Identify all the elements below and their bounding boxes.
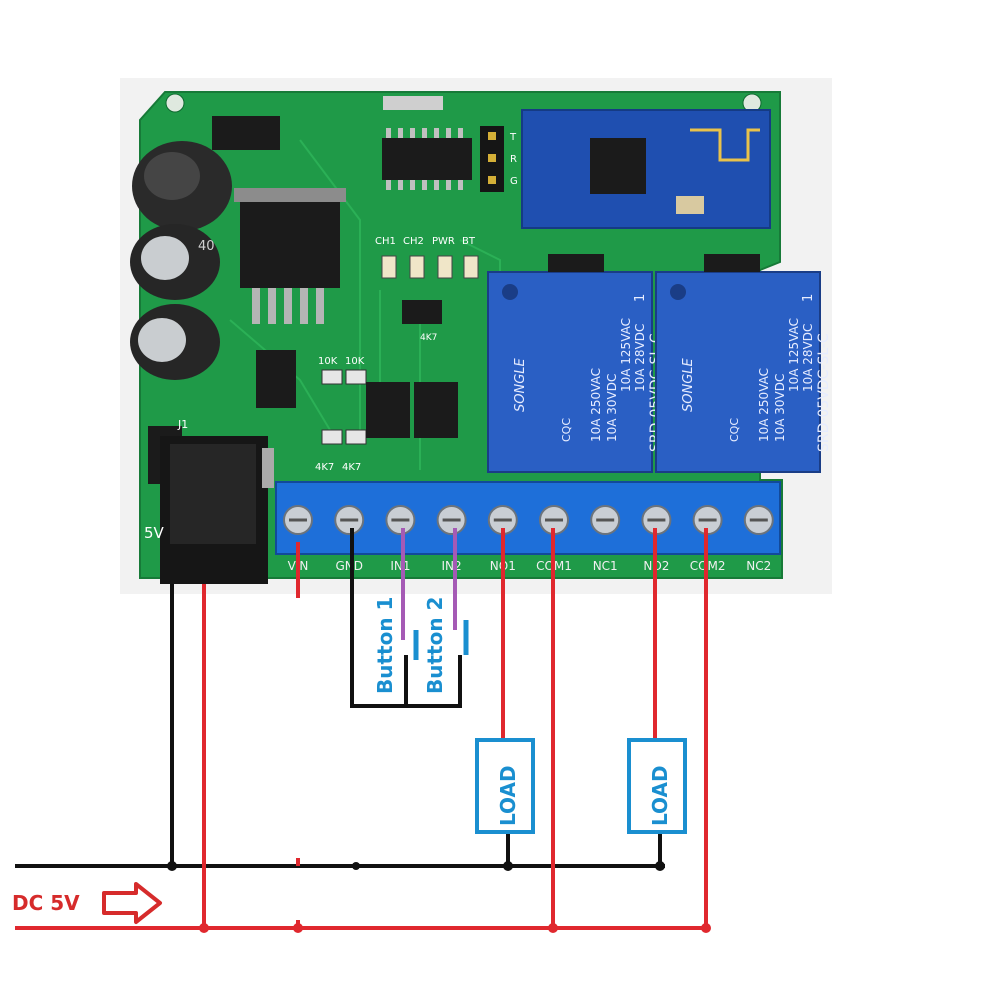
relay-1: SONGLE 10A 250VAC 10A 30VDC 10A 125VAC 1… — [487, 271, 664, 473]
capacitor-value: 40 — [198, 239, 215, 254]
jumper-1 — [548, 254, 604, 272]
load2-label: LOAD — [648, 765, 672, 826]
load-1: LOAD — [475, 738, 535, 834]
header-pin-r: R — [510, 154, 517, 165]
optocoupler-2 — [414, 382, 458, 438]
button1-label: Button 1 — [373, 597, 397, 694]
header-pin-t: T — [509, 132, 517, 143]
relay1-cert: CQC — [560, 418, 573, 442]
voltage-regulator — [234, 188, 346, 324]
relay1-brand: SONGLE — [513, 357, 528, 412]
supply-arrow-icon — [102, 882, 162, 924]
led-label-ch1: CH1 — [375, 236, 396, 247]
smd-pads-top — [383, 96, 443, 110]
resistor-mid-label: 4K7 — [420, 333, 437, 343]
capacitor-small-2 — [130, 304, 220, 380]
relay2-model: SRD-05VDC-SL-C — [816, 333, 832, 452]
resistor-4k7-1: 4K7 — [315, 462, 334, 473]
relay1-rating-dc2: 10A 28VDC — [633, 324, 647, 392]
bluetooth-module — [521, 109, 771, 229]
led-label-pwr: PWR — [432, 236, 455, 247]
relay1-channel: 1 — [633, 294, 648, 302]
relay2-channel: 1 — [801, 294, 816, 302]
load1-label: LOAD — [496, 765, 520, 826]
relay1-rating-ac2: 10A 125VAC — [619, 318, 633, 392]
resistor-4k7-2: 4K7 — [342, 462, 361, 473]
button2-label: Button 2 — [423, 597, 447, 694]
terminal-label-gnd: GND — [335, 559, 363, 573]
status-leds: CH1 CH2 PWR BT — [375, 236, 479, 279]
relay2-rating-dc2: 10A 28VDC — [801, 324, 815, 392]
relay2-rating-ac2: 10A 125VAC — [787, 318, 801, 392]
smd-diode — [256, 350, 296, 408]
relay2-rating-dc: 10A 30VDC — [773, 374, 787, 442]
jack-voltage-label: 5V — [144, 524, 165, 542]
relay2-brand: SONGLE — [681, 357, 696, 412]
relay2-cert: CQC — [728, 418, 741, 442]
resistor-10k-1: 10K — [318, 356, 338, 367]
header-pin-g: G — [510, 176, 518, 187]
led-label-ch2: CH2 — [403, 236, 424, 247]
relay-2: SONGLE 10A 250VAC 10A 30VDC 10A 125VAC 1… — [655, 271, 832, 473]
smd-chip-mid — [402, 300, 442, 324]
jack-label: J1 — [177, 418, 188, 431]
relay2-rating-ac: 10A 250VAC — [757, 368, 771, 442]
load-2: LOAD — [627, 738, 687, 834]
dc-power-jack: J1 5V — [144, 418, 274, 584]
resistor-10k-2: 10K — [345, 356, 365, 367]
terminal-label-nc2: NC2 — [746, 559, 771, 573]
supply-label: DC 5V — [12, 891, 80, 915]
relay1-rating-ac: 10A 250VAC — [589, 368, 603, 442]
terminal-label-in2: IN2 — [442, 559, 462, 573]
terminal-label-in1: IN1 — [390, 559, 410, 573]
wiring — [15, 528, 708, 930]
junction-dots — [167, 861, 711, 933]
optocoupler-1 — [366, 382, 410, 438]
relay1-rating-dc: 10A 30VDC — [605, 374, 619, 442]
capacitor-small-1: 40 — [130, 224, 220, 300]
terminal-label-nc1: NC1 — [593, 559, 618, 573]
smd-chip-top — [212, 116, 280, 150]
led-label-bt: BT — [462, 236, 476, 247]
logic-ic — [382, 128, 472, 190]
serial-header: T R G — [480, 126, 518, 192]
capacitor-large — [132, 141, 232, 231]
jumper-2 — [704, 254, 760, 272]
